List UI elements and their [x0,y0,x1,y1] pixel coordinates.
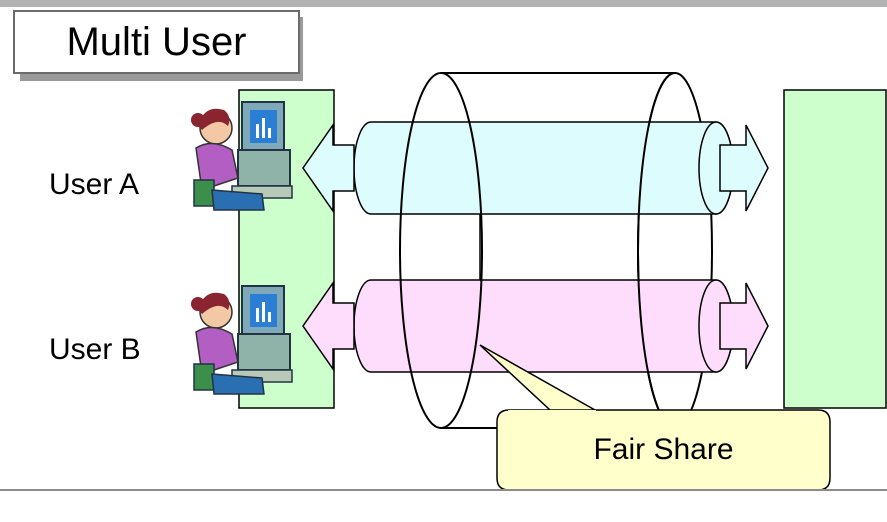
top-rule [0,0,887,7]
user-a-computer-icon [191,101,293,211]
arrow-right-user-b [719,282,769,370]
bottom-rule [0,489,887,491]
pipe-user-a [353,121,734,280]
slide-title: Multi User [13,10,300,74]
user-b-computer-icon [191,285,293,395]
arrow-left-user-b [302,280,355,372]
fair-share-label: Fair Share [593,433,734,466]
arrow-left-user-a [302,122,355,214]
user-a-label: User A [49,168,140,201]
right-panel [783,89,887,409]
arrow-right-user-a [719,124,769,212]
pipe-user-b [353,279,734,373]
user-b-label: User B [49,333,141,366]
outer-cylinder-rings [399,72,676,429]
